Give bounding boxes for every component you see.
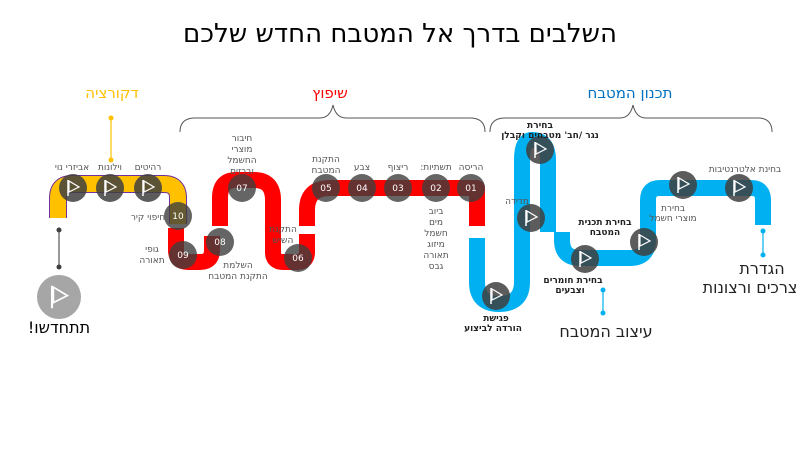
design-label: עיצוב המטבח xyxy=(559,322,652,341)
flag-icon xyxy=(50,285,70,309)
flag-marker xyxy=(571,245,599,273)
step-sublabel: גבס xyxy=(429,262,444,272)
step-number: 06 xyxy=(292,254,304,264)
flag-marker xyxy=(669,171,697,199)
needs-label-2: צרכים ורצונות xyxy=(703,278,798,297)
step-meeting-label: פגישת xyxy=(483,314,509,324)
step-materials-label: וצבעים xyxy=(555,286,584,296)
flag-marker xyxy=(96,174,124,202)
step-label: התקנת המטבח xyxy=(208,272,268,282)
step-number: 02 xyxy=(430,184,441,194)
planning-brace xyxy=(489,104,773,133)
enjoy-label: תתחדשו! xyxy=(28,318,90,337)
step-layout-label: המטבח xyxy=(590,228,620,238)
step-sublabel: חשמל xyxy=(424,229,448,239)
step-label: וברזים xyxy=(230,167,254,177)
step-sublabel: ביוב xyxy=(429,207,444,217)
step-sublabel: תאורה xyxy=(423,251,448,261)
step-meeting-label: הורדה לביצוע xyxy=(464,324,522,334)
flag-marker xyxy=(630,228,658,256)
step-number: 10 xyxy=(172,212,184,222)
step-number: 09 xyxy=(177,251,189,261)
step-marker-10 xyxy=(164,202,192,230)
step-contractor-label: נגר /חב' מטבחים וקבלן xyxy=(501,131,599,141)
flag-icon xyxy=(490,287,504,304)
step-contractor-label: בחירת xyxy=(527,121,553,131)
flag-marker xyxy=(134,174,162,202)
step-appliances-label: בחירת xyxy=(661,204,685,214)
step-marker-01 xyxy=(457,174,485,202)
needs-label-1: הגדרת xyxy=(739,259,784,278)
flag-icon xyxy=(67,179,81,196)
step-marker-09 xyxy=(169,241,197,269)
step-accessories-label: אביזרי נוי xyxy=(55,163,89,173)
step-measure-label: מדידה xyxy=(505,197,529,207)
flag-icon xyxy=(733,179,747,196)
flag-marker xyxy=(517,204,545,232)
step-label: ריצוף xyxy=(388,163,409,173)
step-marker-06 xyxy=(284,244,312,272)
flag-marker xyxy=(725,174,753,202)
flag-icon xyxy=(534,141,548,158)
step-marker-08 xyxy=(206,228,234,256)
step-label: הריסה xyxy=(459,163,484,173)
enjoy-flag-marker xyxy=(37,275,81,319)
step-label: החשמל xyxy=(227,156,256,166)
step-marker-04 xyxy=(348,174,376,202)
step-alternatives-label: בחינת אלטרנטיבות xyxy=(709,165,782,175)
flag-marker xyxy=(59,174,87,202)
step-sublabel: מים xyxy=(429,218,443,228)
flag-marker xyxy=(526,136,554,164)
step-label: התקנת xyxy=(269,225,297,235)
step-label: צבע xyxy=(354,163,370,173)
flag-icon xyxy=(677,176,691,193)
step-number: 03 xyxy=(392,184,403,194)
phase-decoration-title: דקורציה xyxy=(85,84,138,102)
flag-icon xyxy=(525,209,539,226)
step-marker-05 xyxy=(312,174,340,202)
flag-icon xyxy=(638,233,652,250)
flag-icon xyxy=(579,250,593,267)
step-number: 04 xyxy=(356,184,368,194)
step-label: התקנת xyxy=(312,155,340,165)
step-number: 08 xyxy=(214,238,226,248)
step-marker-02 xyxy=(422,174,450,202)
step-label: חיבור xyxy=(232,134,253,144)
step-label: המטבח xyxy=(312,166,341,176)
step-number: 07 xyxy=(236,184,247,194)
flag-marker xyxy=(482,282,510,310)
step-number: 01 xyxy=(465,184,476,194)
step-label: תאורה xyxy=(139,256,164,266)
step-materials-label: בחירת חומרים xyxy=(543,276,603,286)
step-label: גופי xyxy=(145,245,159,255)
step-label: השלמת xyxy=(223,261,253,271)
step-marker-03 xyxy=(384,174,412,202)
step-number: 05 xyxy=(320,184,331,194)
renovation-brace xyxy=(179,104,486,133)
step-furniture-label: רהיטים xyxy=(135,163,162,173)
step-sublabel: מיזוג xyxy=(427,240,444,250)
step-layout-label: בחירת תכנית xyxy=(578,218,632,228)
step-label: השיש xyxy=(273,236,294,246)
phase-planning-title: תכנון המטבח xyxy=(588,84,673,102)
step-label: תשתיות: xyxy=(420,163,452,173)
page-title: השלבים בדרך אל המטבח החדש שלכם xyxy=(183,19,617,49)
step-blinds-label: וילונות xyxy=(98,163,122,173)
phase-renovation-title: שיפוץ xyxy=(312,84,348,102)
step-marker-07 xyxy=(228,174,256,202)
step-label: מוצרי xyxy=(232,145,253,155)
flag-icon xyxy=(142,179,156,196)
step-appliances-label: מוצרי חשמל xyxy=(649,214,696,224)
step-label: חיפוי קיר xyxy=(131,213,165,223)
flag-icon xyxy=(104,179,118,196)
